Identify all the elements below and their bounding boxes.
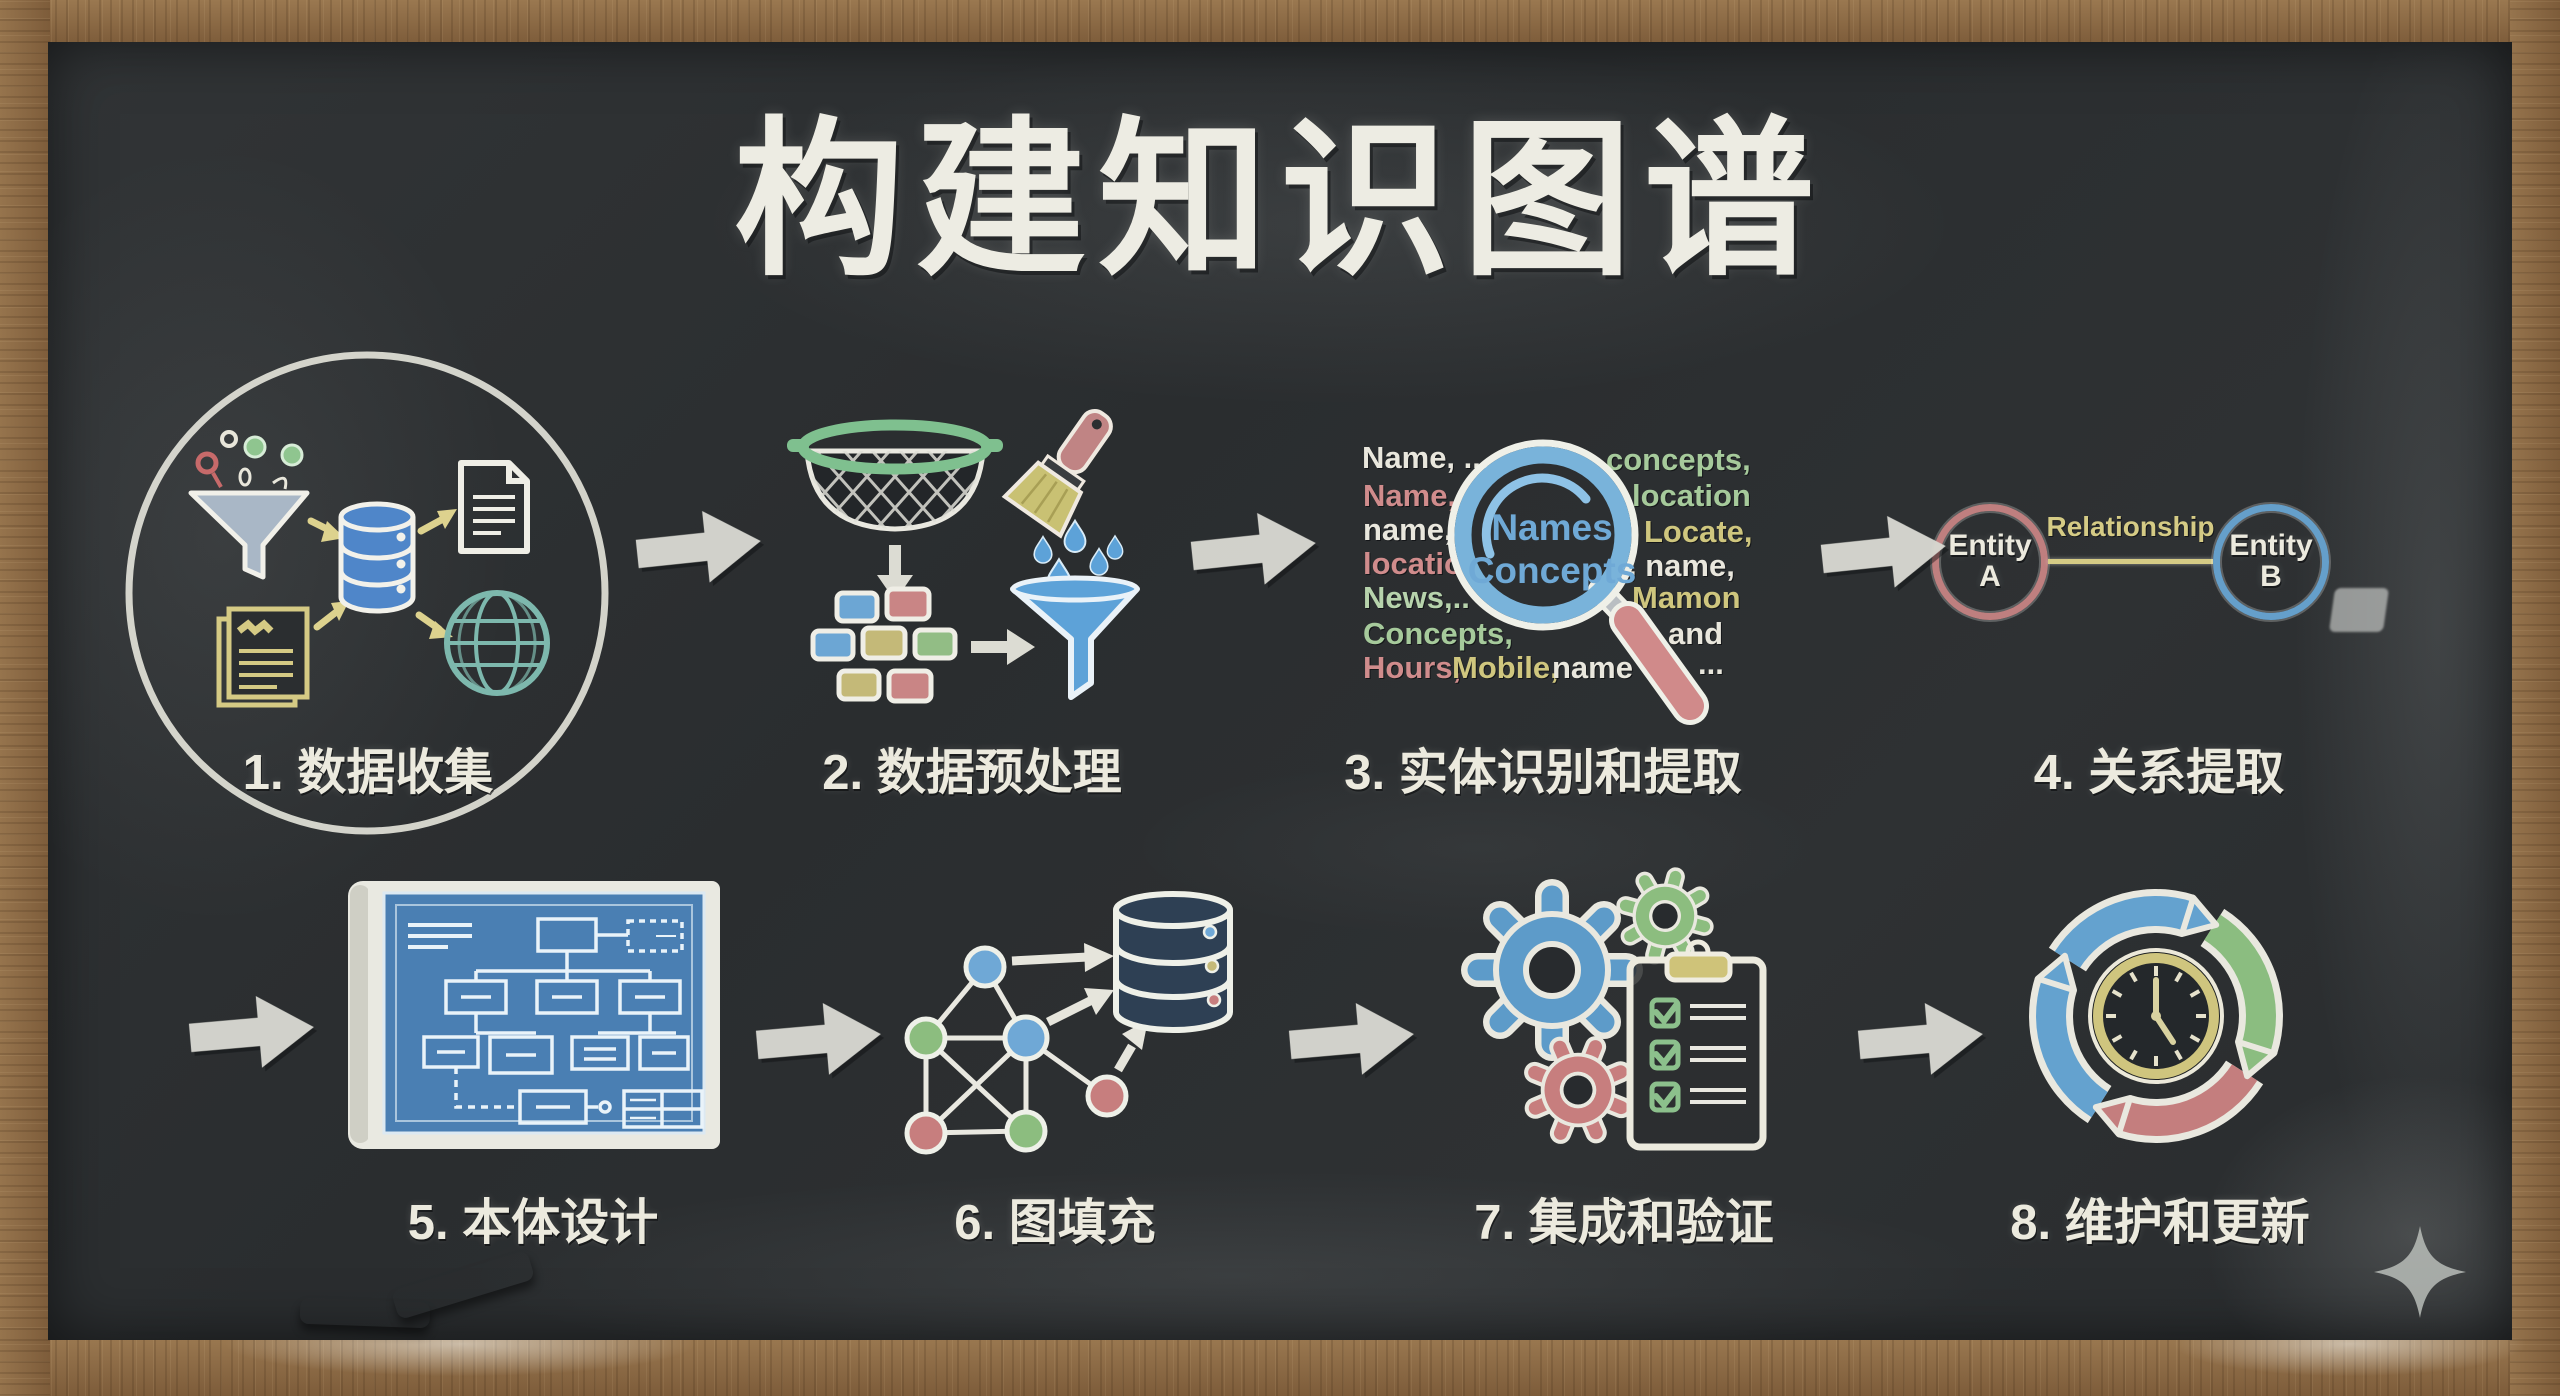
blueprint-flowchart <box>395 904 704 1129</box>
frame-top <box>0 0 2560 44</box>
word: Concepts, <box>1363 616 1513 651</box>
word: Name, <box>1363 478 1457 513</box>
step5-blueprint-icon <box>348 881 720 1149</box>
step1-label: 1. 数据收集 <box>242 746 494 800</box>
entity-b-circle: Entity B <box>2213 504 2329 620</box>
step3-entity-recognition-illustration: Name, ... concepts, Name, location name,… <box>1360 428 1840 728</box>
graph-network-icon <box>904 945 1129 1155</box>
word: name <box>1552 650 1633 685</box>
frame-bottom-ledge <box>0 1338 2560 1396</box>
word: Locate, <box>1644 514 1753 549</box>
word: Mobile, <box>1452 650 1559 685</box>
word: News,.. <box>1363 580 1470 615</box>
step8-maintenance-illustration <box>2029 889 2283 1143</box>
entity-a-circle: Entity A <box>1932 504 2048 620</box>
step6-label: 6. 图填充 <box>954 1196 1156 1250</box>
step4-relation-extraction-illustration: Entity A Relationship Entity B <box>1925 455 2385 685</box>
data-dots-icon <box>195 430 304 490</box>
word: and <box>1668 616 1724 651</box>
cycle-arrowheads <box>2034 894 2278 1138</box>
step2-preprocessing-illustration <box>787 409 1140 704</box>
data-tiles-icon <box>810 586 958 704</box>
hour-hand <box>2153 1013 2176 1045</box>
magnifier-icon: Names Concepts <box>1447 439 1709 725</box>
lens-word-concepts: Concepts <box>1468 550 1637 591</box>
frame-left <box>0 0 50 1396</box>
gear-icon <box>1478 896 1626 1044</box>
clock-ticks <box>2106 966 2206 1066</box>
chalk-smudge <box>2328 588 2390 632</box>
flow-arrow <box>1810 498 1957 607</box>
flow-arrow <box>1848 986 1994 1093</box>
relationship-line <box>2048 559 2213 564</box>
word: location <box>1632 478 1751 513</box>
right-arrow-icon <box>971 629 1035 665</box>
step7-integration-validation-illustration <box>1440 858 1767 1188</box>
globe-icon <box>444 590 550 696</box>
document-icon <box>458 460 530 554</box>
checklist-clipboard-icon <box>1626 939 1767 1151</box>
cycle-arrows-icon <box>2036 896 2276 1136</box>
clock-center <box>2151 1011 2161 1021</box>
scroll-curl-shade <box>350 885 370 1143</box>
word: , name, <box>1628 548 1735 583</box>
word: name, <box>1363 512 1453 547</box>
word: Mamon <box>1632 580 1741 615</box>
lens-word-names: Names <box>1491 507 1612 548</box>
step8-label: 8. 维护和更新 <box>2010 1196 2310 1250</box>
insert-arrows <box>1011 943 1148 1073</box>
gear-icon <box>1615 866 1715 966</box>
paintbrush-icon <box>1001 409 1113 539</box>
step5-label: 5. 本体设计 <box>407 1196 659 1250</box>
step3-label: 3. 实体识别和提取 <box>1344 746 1742 800</box>
magnifier-lens <box>1447 439 1639 631</box>
word: Name, ... <box>1362 440 1490 475</box>
sparkle-icon <box>2374 1226 2466 1318</box>
step1-data-collection-illustration <box>125 351 609 835</box>
step7-label: 7. 集成和验证 <box>1474 1196 1774 1250</box>
flow-arrow <box>625 493 772 602</box>
word: Hours, <box>1363 650 1462 685</box>
flow-arrow <box>746 986 892 1093</box>
word: ... <box>1698 646 1724 681</box>
funnel-icon <box>188 490 310 580</box>
step6-graph-population-illustration <box>904 891 1233 1155</box>
page-title: 构建知识图谱 <box>733 106 1826 296</box>
circle-outline <box>125 351 609 835</box>
funnel-icon <box>1010 575 1140 700</box>
database-icon <box>1113 891 1233 1033</box>
flow-arrow <box>1279 986 1425 1093</box>
database-icon <box>338 501 416 614</box>
word: locatio <box>1363 546 1463 581</box>
word: concepts, <box>1606 442 1751 477</box>
step4-label: 4. 关系提取 <box>2033 746 2285 800</box>
flow-arrow <box>1180 495 1327 604</box>
clock-icon <box>2088 948 2224 1084</box>
entity-b-label: Entity B <box>2229 529 2313 593</box>
magnifier-handle <box>1588 578 1709 725</box>
entity-a-label: Entity A <box>1948 529 2032 593</box>
sieve-icon <box>787 419 1003 532</box>
stacked-documents-icon <box>216 606 310 708</box>
relationship-label: Relationship <box>2046 511 2215 542</box>
step2-label: 2. 数据预处理 <box>822 746 1122 800</box>
flow-arrow <box>179 979 325 1086</box>
frame-right <box>2510 0 2560 1396</box>
checklist-rows <box>1649 997 1746 1113</box>
